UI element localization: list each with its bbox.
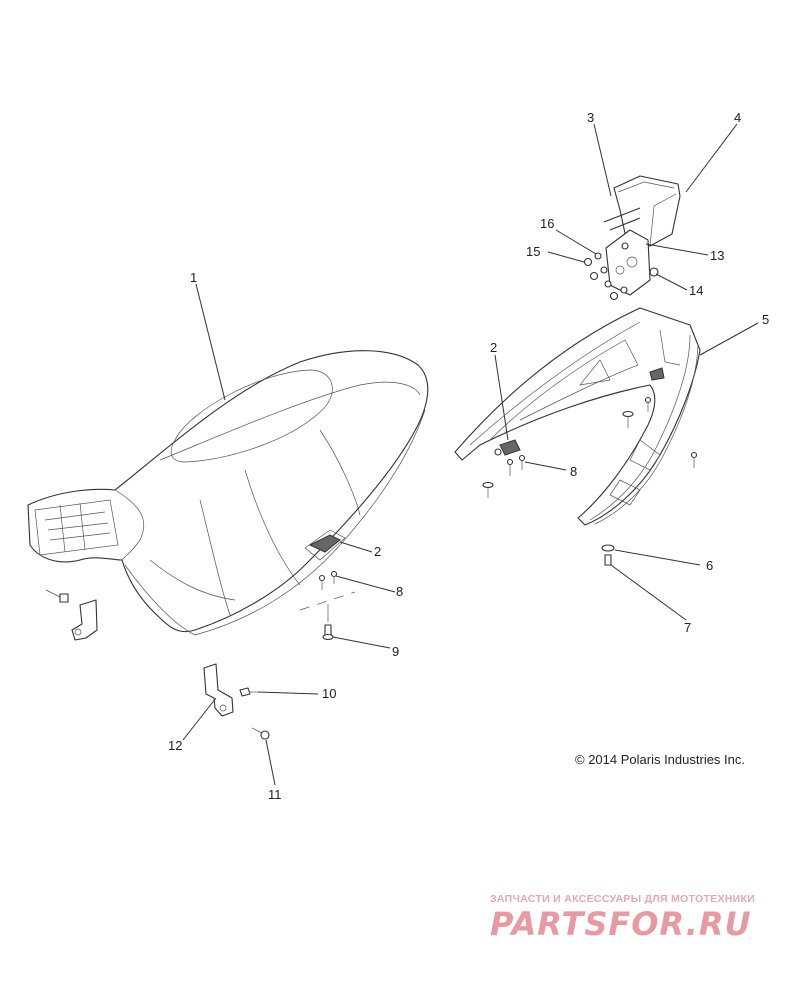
screw-part	[251, 727, 270, 740]
washer-bolt-right	[601, 396, 698, 566]
copyright-notice: © 2014 Polaris Industries Inc.	[575, 752, 745, 767]
callout-12: 12	[168, 738, 182, 753]
leader-lines	[182, 123, 759, 786]
left-bracket-part	[45, 589, 98, 641]
callout-7: 7	[684, 620, 691, 635]
grab-handle-part	[454, 307, 701, 526]
watermark-brand-logo: PARTSFOR.RU	[490, 905, 752, 943]
callout-15: 15	[526, 244, 540, 259]
callout-9: 9	[392, 644, 399, 659]
callout-10: 10	[322, 686, 336, 701]
callout-labels: 1 2 2 3 4 5 6 7 8 8 9 10 11 12 13 14 15 …	[168, 110, 769, 802]
callout-2-handle: 2	[490, 340, 497, 355]
callout-13: 13	[710, 248, 724, 263]
callout-8-seat: 8	[396, 584, 403, 599]
watermark-tagline: ЗАПЧАСТИ И АКСЕССУАРЫ ДЛЯ МОТОТЕХНИКИ	[490, 893, 756, 905]
callout-3: 3	[587, 110, 594, 125]
clip-bracket-part	[203, 663, 258, 717]
fastener-pair-right	[482, 454, 526, 498]
callout-5: 5	[762, 312, 769, 327]
callout-8-handle: 8	[570, 464, 577, 479]
callout-11: 11	[268, 787, 282, 802]
callout-4: 4	[734, 110, 741, 125]
callout-2-seat: 2	[374, 544, 381, 559]
tail-light-assembly	[583, 175, 681, 301]
fastener-pair-left	[318, 570, 338, 590]
callout-14: 14	[689, 283, 703, 298]
callout-1: 1	[190, 270, 197, 285]
callout-16: 16	[540, 216, 554, 231]
callout-6: 6	[706, 558, 713, 573]
bolt-part	[299, 591, 356, 641]
seat-part	[27, 350, 429, 636]
